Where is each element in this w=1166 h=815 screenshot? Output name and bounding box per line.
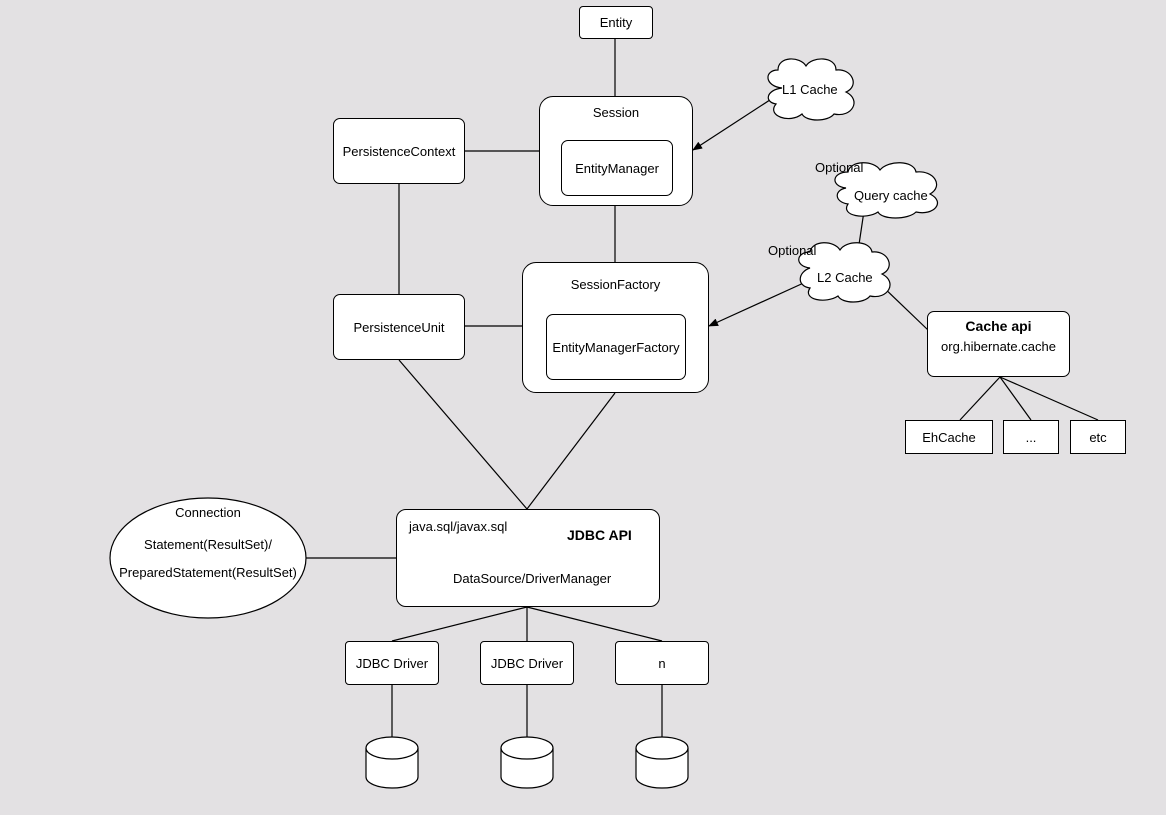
jdbc-driver-label-1: JDBC Driver (355, 655, 429, 671)
etc-box: etc (1070, 420, 1126, 454)
factory-jdbc-line (526, 392, 616, 510)
connection-statement: Statement(ResultSet)/ (144, 537, 272, 552)
session-box: Session EntityManager (539, 96, 693, 206)
l1-arrow (692, 95, 777, 151)
l2-cache-cloud (798, 242, 891, 303)
persistence-unit-box: PersistenceUnit (333, 294, 465, 360)
query-cache-label: Query cache (854, 188, 928, 203)
jdbc-datasource-label: DataSource/DriverManager (453, 571, 612, 586)
cache-api-title: Cache api (965, 318, 1032, 334)
cacheapi-ehcache-line (959, 376, 1001, 421)
jdbc-driver-box-1: JDBC Driver (345, 641, 439, 685)
l2-cache-label: L2 Cache (817, 270, 873, 285)
more-providers-box: ... (1003, 420, 1059, 454)
session-factory-box: SessionFactory EntityManagerFactory (522, 262, 709, 393)
jdbc-driver-label-2: JDBC Driver (490, 655, 564, 671)
database-cylinder-3 (635, 736, 689, 789)
entity-manager-box: EntityManager (561, 140, 673, 196)
cache-api-package: org.hibernate.cache (941, 339, 1056, 354)
persistence-unit-label: PersistenceUnit (353, 319, 445, 335)
persistence-context-label: PersistenceContext (342, 143, 456, 159)
entity-manager-factory-box: EntityManagerFactory (546, 314, 686, 380)
l2-cache-optional-label: Optional (768, 243, 817, 258)
cacheapi-etc-line (999, 376, 1099, 421)
session-label: Session (592, 105, 640, 120)
ehcache-box: EhCache (905, 420, 993, 454)
entity-label: Entity (599, 15, 633, 30)
connection-prepared-statement: PreparedStatement(ResultSet) (119, 565, 297, 580)
etc-label: etc (1089, 429, 1107, 445)
jdbc-api-package: java.sql/javax.sql (409, 519, 508, 534)
connection-ellipse (109, 497, 307, 619)
more-providers-label: ... (1025, 429, 1037, 445)
jdbc-driver-label-n: n (658, 655, 666, 671)
entity-manager-label: EntityManager (575, 160, 659, 176)
entity-manager-factory-label: EntityManagerFactory (552, 339, 680, 355)
l1-cache-label: L1 Cache (782, 82, 838, 97)
query-cache-optional-label: Optional (815, 160, 864, 175)
database-cylinder-1 (365, 736, 419, 789)
l1-cache-cloud (767, 58, 855, 121)
jdbc-driver1-line (391, 606, 528, 642)
cacheapi-dots-line (999, 376, 1032, 421)
query-cache-cloud (834, 162, 938, 219)
jdbc-driver-box-2: JDBC Driver (480, 641, 574, 685)
jdbc-api-title: JDBC API (567, 527, 632, 543)
entity-box: Entity (579, 6, 653, 39)
persistence-context-box: PersistenceContext (333, 118, 465, 184)
ehcache-label: EhCache (922, 429, 976, 445)
jdbc-driver3-line (526, 606, 663, 642)
session-factory-label: SessionFactory (570, 277, 661, 292)
l2-arrow (708, 280, 809, 327)
connection-title: Connection (175, 505, 241, 520)
database-cylinder-2 (500, 736, 554, 789)
cache-api-box: Cache api org.hibernate.cache (927, 311, 1070, 377)
unit-jdbc-line (398, 359, 528, 510)
jdbc-api-box: java.sql/javax.sql JDBC API DataSource/D… (396, 509, 660, 607)
jdbc-driver-box-n: n (615, 641, 709, 685)
